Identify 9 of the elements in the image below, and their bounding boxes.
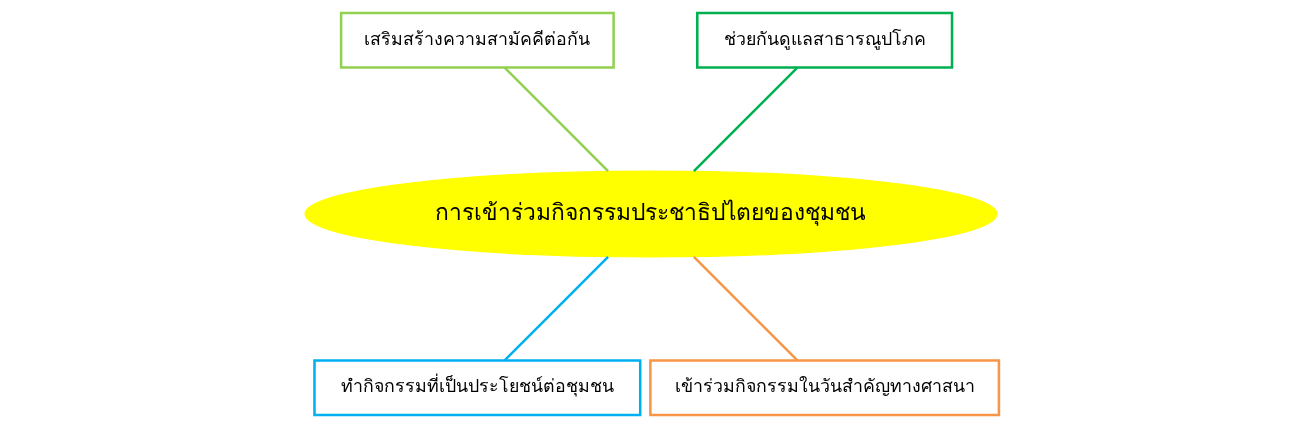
connector xyxy=(503,256,609,362)
connector xyxy=(503,66,609,172)
node-ellipse: การเข้าร่วมกิจกรรมประชาธิปไตยของชุมชน xyxy=(304,170,997,258)
connector xyxy=(692,66,798,172)
node-box: ทำกิจกรรมที่เป็นประโยชน์ต่อชุมชน xyxy=(312,359,641,417)
connector xyxy=(692,256,798,362)
node-box: เสริมสร้างความสามัคคีต่อกัน xyxy=(339,11,615,69)
node-box: เข้าร่วมกิจกรรมในวันสำคัญทางศาสนา xyxy=(648,359,1000,417)
node-box: ช่วยกันดูแลสาธารณูปโภค xyxy=(695,11,953,69)
